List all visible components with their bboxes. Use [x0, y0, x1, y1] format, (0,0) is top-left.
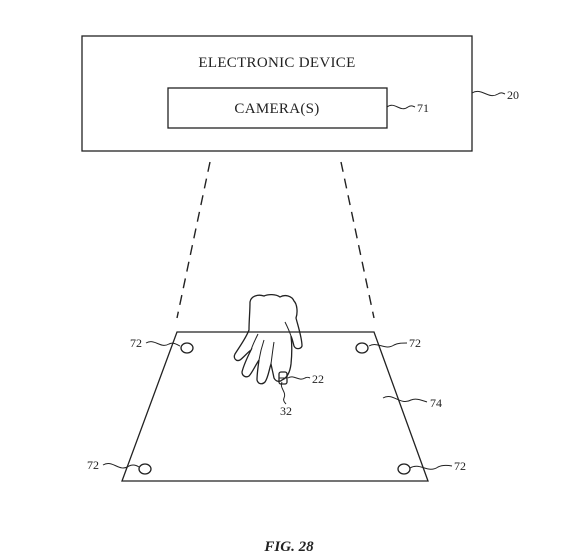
figure-caption: FIG. 28: [263, 539, 314, 555]
marker-top-left-leader: [145, 341, 181, 347]
surface-ref-number: 74: [430, 396, 442, 410]
finger-ref-number: 32: [280, 404, 292, 418]
marker-top-left-ref: 72: [130, 336, 142, 350]
surface-ref-leader: [382, 396, 428, 403]
finger-crease-2: [270, 341, 275, 365]
camera-ref-leader: [386, 104, 416, 110]
marker-bottom-right: [397, 463, 411, 475]
marker-bottom-right-ref: 72: [454, 459, 466, 473]
marker-bottom-left-leader: [102, 463, 140, 469]
finger-crease-4: [250, 333, 259, 351]
camera-box: [167, 87, 388, 129]
device-ref-number: 20: [507, 88, 519, 102]
marker-top-left: [180, 342, 194, 354]
hand-illustration: [233, 293, 303, 385]
marker-bottom-left-ref: 72: [87, 458, 99, 472]
hand-outline: [233, 293, 303, 385]
camera-label: CAMERA(S): [234, 101, 319, 117]
camera-ref-number: 71: [417, 101, 429, 115]
marker-top-right-ref: 72: [409, 336, 421, 350]
surface: [121, 331, 429, 482]
marker-bottom-left: [138, 463, 152, 475]
finger-device-ref-number: 22: [312, 372, 324, 386]
electronic-device-box: [81, 35, 473, 152]
camera-view-line-left: [176, 161, 211, 319]
device-ref-leader: [471, 90, 506, 97]
finger-device-ref-leader: [287, 376, 311, 380]
finger-crease-3: [284, 321, 292, 337]
finger-crease-1: [258, 339, 265, 361]
marker-top-right-leader: [368, 342, 408, 348]
finger-ref-leader: [280, 381, 287, 405]
marker-bottom-right-leader: [409, 464, 453, 470]
marker-top-right: [355, 342, 369, 354]
camera-view-line-right: [340, 161, 375, 319]
electronic-device-label: ELECTRONIC DEVICE: [198, 55, 355, 71]
